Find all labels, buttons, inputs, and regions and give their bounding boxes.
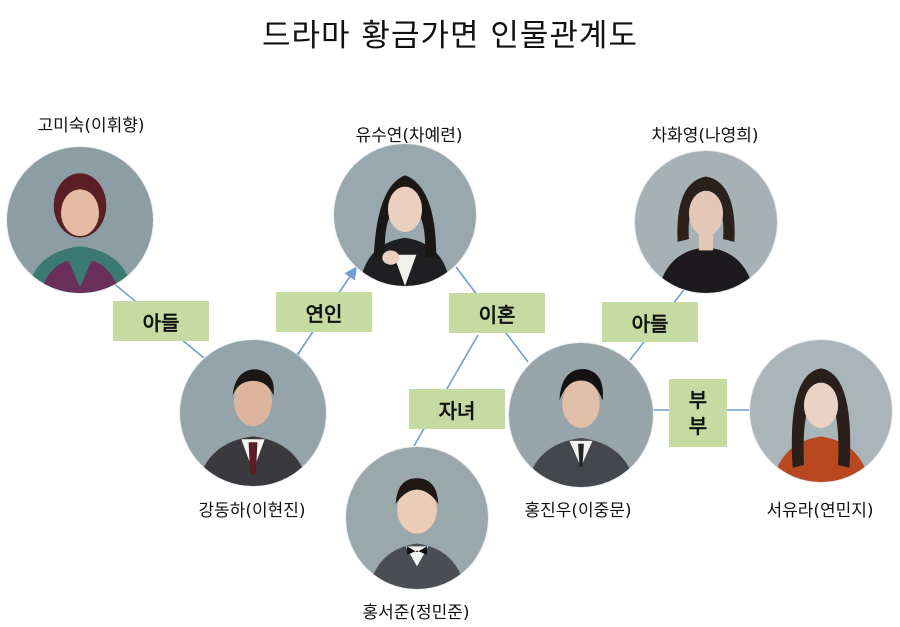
diagram-title: 드라마 황금가면 인물관계도 bbox=[262, 18, 638, 54]
relation-label-spouse: 부 부 bbox=[669, 379, 727, 447]
relation-label-divorce: 이혼 bbox=[449, 293, 545, 333]
avatar bbox=[634, 150, 778, 294]
avatar bbox=[6, 146, 154, 294]
relation-label-lover: 연인 bbox=[276, 292, 372, 332]
avatar bbox=[179, 339, 327, 487]
person-name: 차화영(나영희) bbox=[651, 126, 759, 146]
person-name: 홍진우(이중문) bbox=[524, 501, 632, 521]
relation-label-spouse-1: 부 bbox=[688, 388, 708, 412]
person-name: 유수연(차예련) bbox=[355, 126, 463, 146]
relation-label-child: 자녀 bbox=[409, 389, 505, 429]
person-name: 고미숙(이휘향) bbox=[37, 116, 145, 136]
relation-label-spouse-2: 부 bbox=[688, 414, 708, 438]
person-name: 홍서준(정민준) bbox=[362, 603, 470, 623]
avatar bbox=[508, 342, 654, 488]
relation-label-son-right: 아들 bbox=[602, 302, 698, 342]
avatar bbox=[749, 339, 893, 483]
relation-label-son-left: 아들 bbox=[113, 301, 209, 341]
avatar bbox=[333, 143, 477, 287]
person-name: 서유라(연민지) bbox=[766, 501, 874, 521]
person-name: 강동하(이현진) bbox=[198, 501, 306, 521]
avatar bbox=[345, 446, 489, 590]
